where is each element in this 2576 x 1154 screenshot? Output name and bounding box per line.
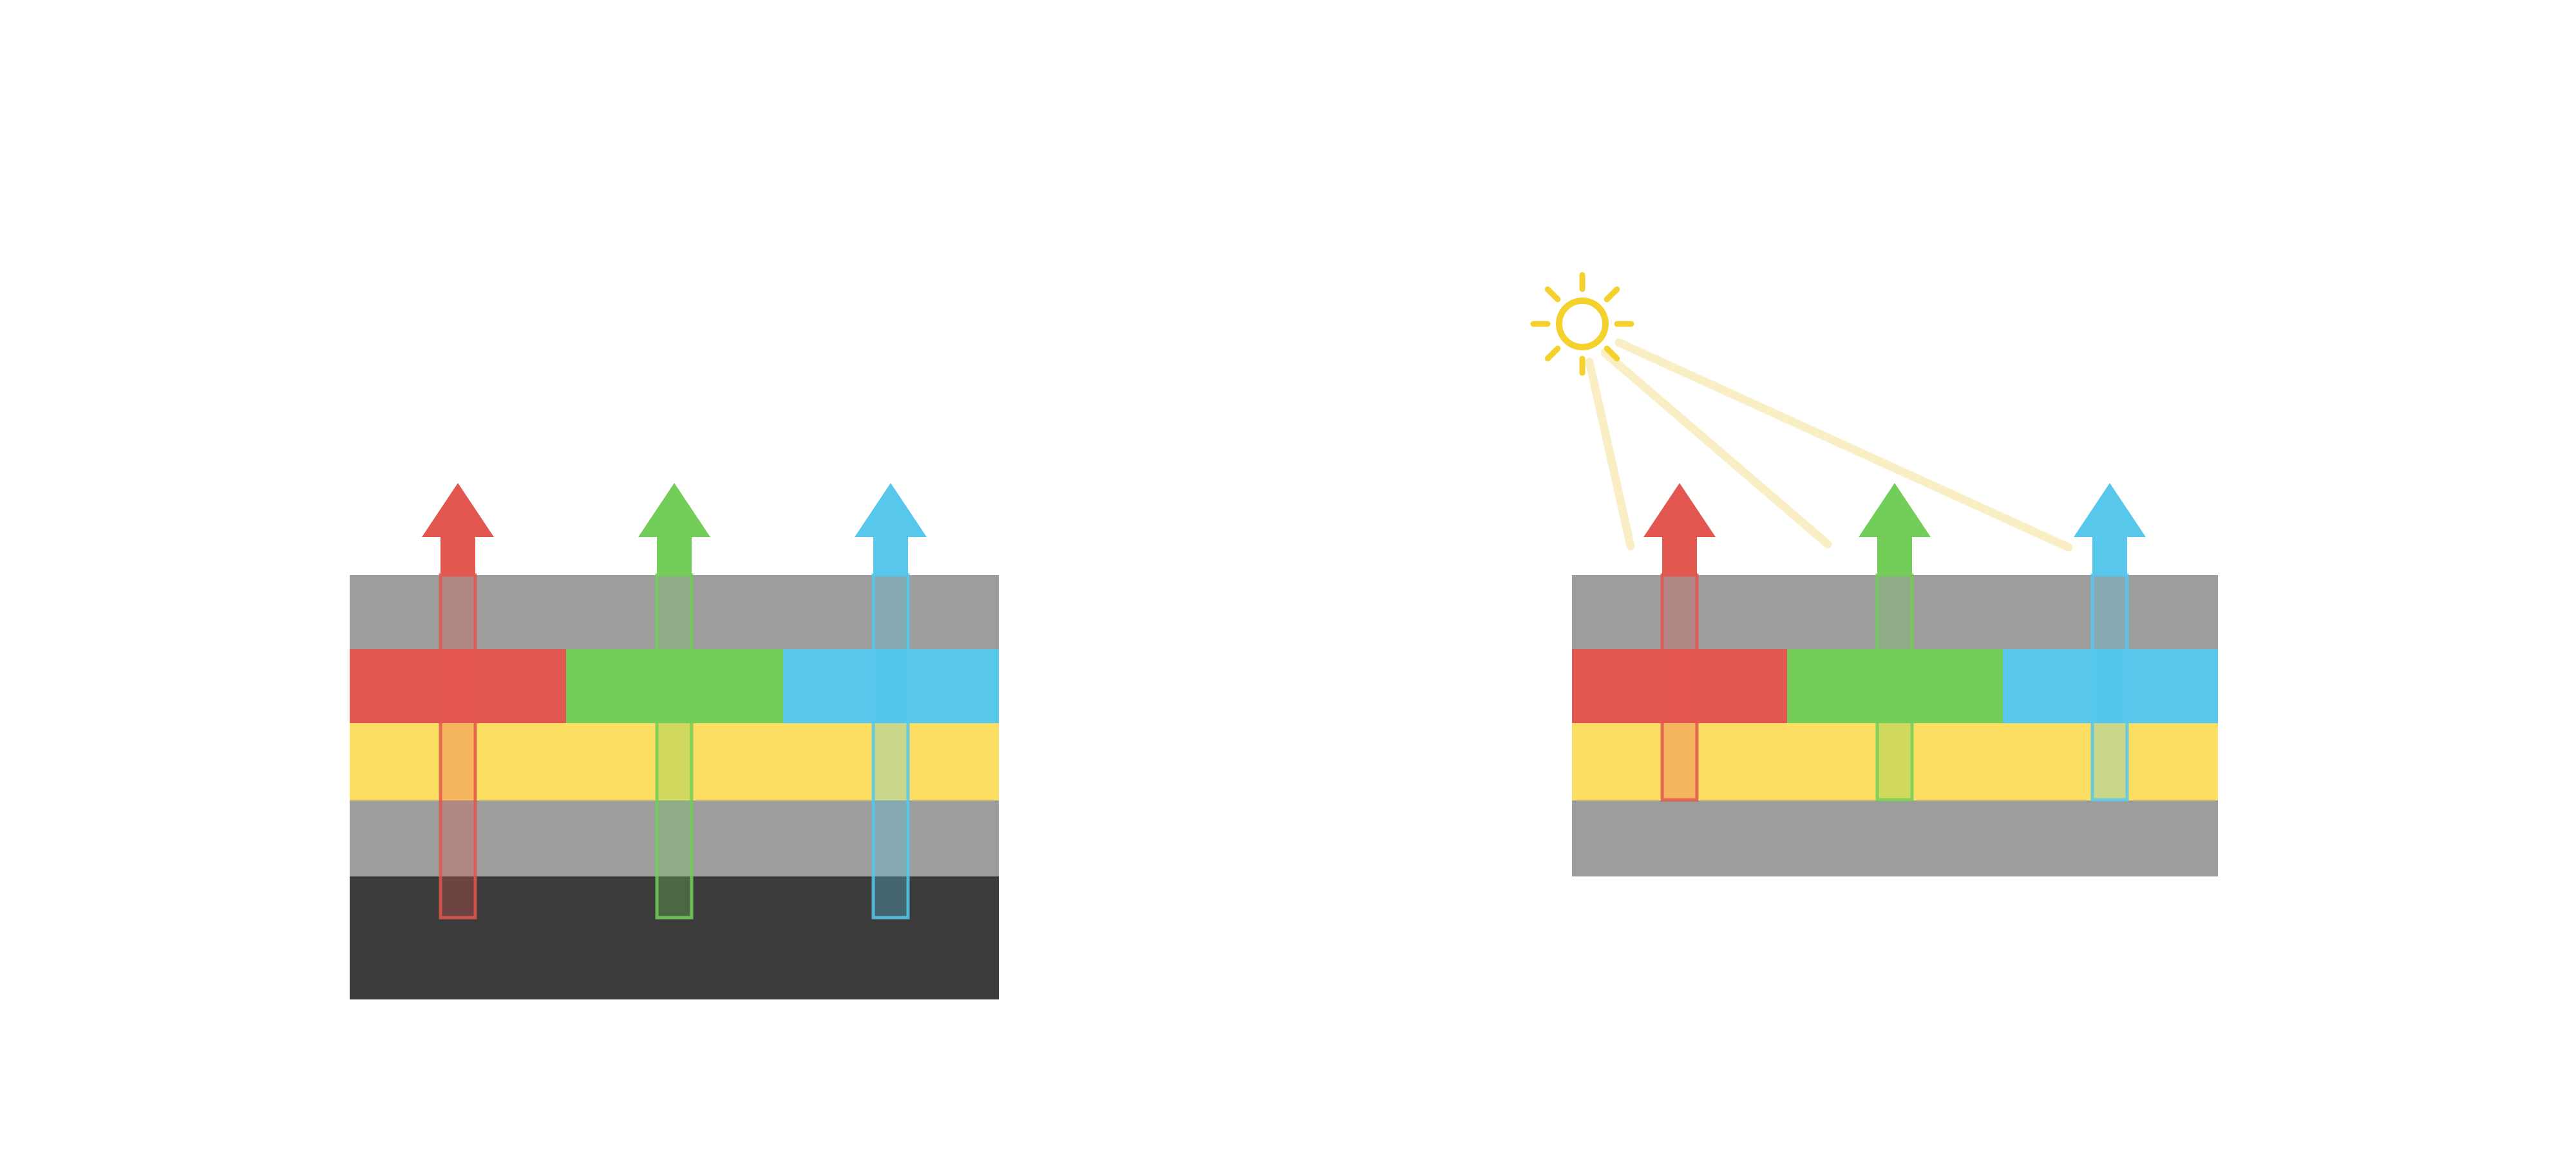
- arrow-stem-translucent: [1660, 573, 1699, 802]
- backlit-display-stack: [350, 483, 999, 999]
- sun-beam: [1615, 338, 2073, 552]
- sun-core: [1556, 298, 1609, 350]
- backlight-layer: [350, 876, 999, 999]
- rgb-pixel-layer-red: [350, 649, 566, 723]
- cover-layer: [1572, 575, 2218, 649]
- green-light-arrow: [638, 483, 710, 920]
- green-light-arrow: [1859, 483, 1931, 802]
- sun-icon: [1530, 272, 1634, 376]
- substrate-layer: [1572, 800, 2218, 876]
- arrow-stem-translucent: [871, 573, 910, 920]
- arrow-stem-solid: [440, 536, 475, 575]
- cyan-light-arrow: [855, 483, 927, 920]
- cover-layer: [350, 575, 999, 649]
- rgb-pixel-layer-green: [1787, 649, 2003, 723]
- emitter-layer: [350, 723, 999, 800]
- arrow-stem-translucent: [1875, 573, 1914, 802]
- sun-ray: [1544, 345, 1561, 362]
- arrow-stem-solid: [657, 536, 692, 575]
- red-light-arrow: [422, 483, 494, 920]
- sun-ray: [1544, 286, 1561, 303]
- rgb-pixel-layer-cyan: [2003, 649, 2218, 723]
- arrow-head: [1859, 483, 1931, 537]
- arrow-stem-translucent: [655, 573, 694, 920]
- red-light-arrow: [1643, 483, 1716, 802]
- arrow-head: [2074, 483, 2146, 537]
- arrow-stem-solid: [1877, 536, 1912, 575]
- arrow-head: [422, 483, 494, 537]
- rgb-pixel-layer-red: [1572, 649, 1787, 723]
- arrow-head: [638, 483, 710, 537]
- sun-ray: [1604, 345, 1620, 362]
- arrow-head: [1643, 483, 1716, 537]
- sun-beam: [1585, 357, 1635, 551]
- sunlit-display-stack: [1530, 272, 2218, 876]
- rgb-pixel-layer-green: [566, 649, 783, 723]
- emitter-layer: [1572, 723, 2218, 800]
- sun-ray: [1604, 286, 1620, 303]
- arrow-stem-solid: [1662, 536, 1697, 575]
- arrow-stem-translucent: [2090, 573, 2129, 802]
- arrow-head: [855, 483, 927, 537]
- cyan-light-arrow: [2074, 483, 2146, 802]
- arrow-stem-solid: [873, 536, 908, 575]
- sun-beam: [1600, 348, 1832, 549]
- rgb-pixel-layer-cyan: [783, 649, 999, 723]
- substrate-layer: [350, 800, 999, 876]
- arrow-stem-solid: [2092, 536, 2127, 575]
- arrow-stem-translucent: [439, 573, 477, 920]
